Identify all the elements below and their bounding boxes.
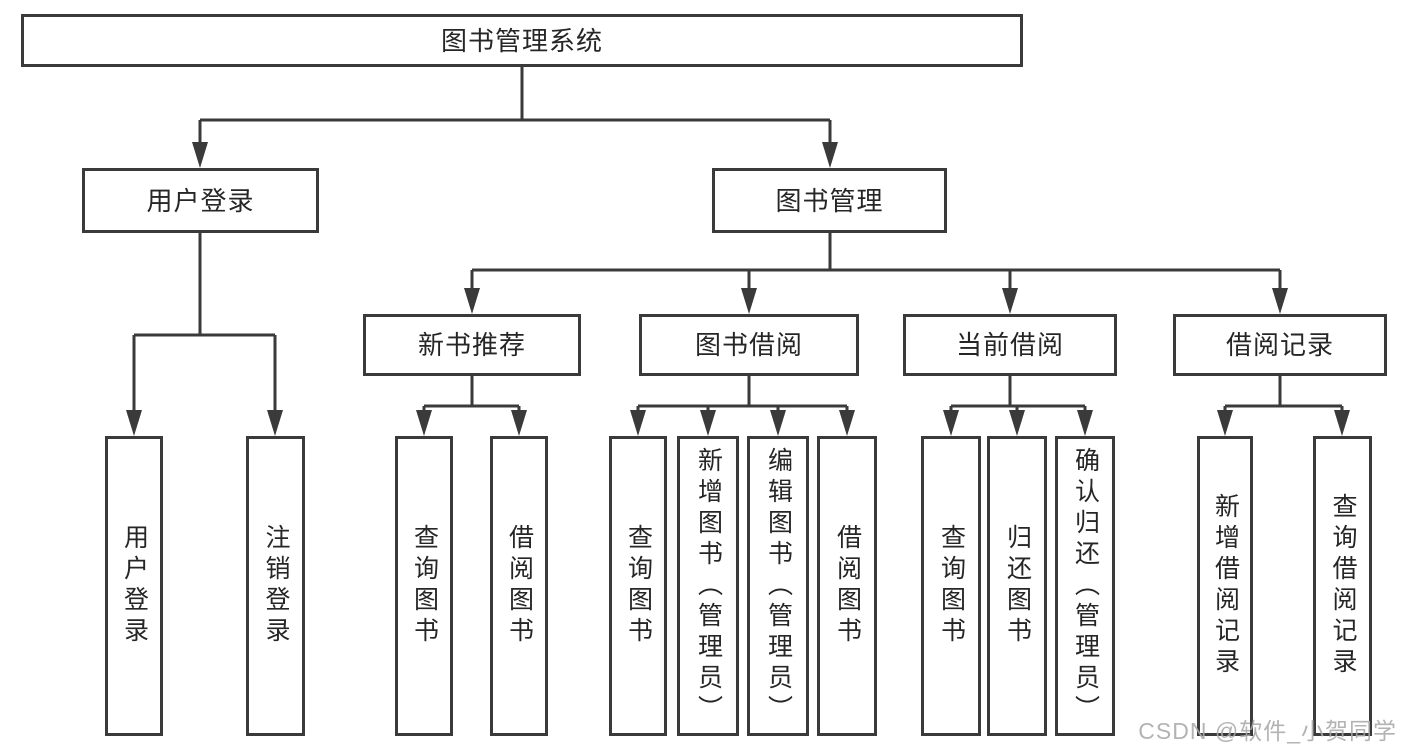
leaf-user-login-label: 用户登录 bbox=[120, 524, 149, 648]
leaf-borrow-add-book-admin: 新增图书（管理员） bbox=[677, 436, 739, 736]
leaf-current-return-book: 归还图书 bbox=[987, 436, 1047, 736]
node-root-label: 图书管理系统 bbox=[440, 25, 603, 56]
leaf-current-query-book-label: 查询图书 bbox=[937, 524, 966, 648]
arrow-down-icon bbox=[630, 410, 646, 436]
node-borrow-records: 借阅记录 bbox=[1173, 314, 1387, 376]
leaf-user-login: 用户登录 bbox=[105, 436, 163, 736]
csdn-watermark: CSDN @软件_小贺同学 bbox=[1138, 718, 1397, 744]
node-current-borrow: 当前借阅 bbox=[903, 314, 1117, 376]
node-user-login: 用户登录 bbox=[82, 168, 319, 233]
node-book-management: 图书管理 bbox=[712, 168, 947, 233]
leaf-current-return-book-label: 归还图书 bbox=[1003, 524, 1032, 648]
leaf-borrow-query-book: 查询图书 bbox=[609, 436, 667, 736]
arrow-down-icon bbox=[267, 410, 283, 436]
arrow-down-icon bbox=[839, 410, 855, 436]
leaf-current-confirm-return-admin-label: 确认归还（管理员） bbox=[1071, 446, 1100, 726]
arrow-down-icon bbox=[741, 288, 757, 314]
arrow-down-icon bbox=[822, 142, 838, 168]
arrow-down-icon bbox=[511, 410, 527, 436]
arrow-down-icon bbox=[464, 288, 480, 314]
arrow-down-icon bbox=[192, 142, 208, 168]
leaf-borrow-edit-book-admin: 编辑图书（管理员） bbox=[747, 436, 809, 736]
arrow-down-icon bbox=[700, 410, 716, 436]
node-book-borrow-label: 图书借阅 bbox=[694, 330, 803, 360]
leaf-borrow-borrow-book-label: 借阅图书 bbox=[833, 524, 862, 648]
leaf-borrow-borrow-book: 借阅图书 bbox=[817, 436, 877, 736]
leaf-recommend-borrow-book-label: 借阅图书 bbox=[505, 524, 534, 648]
leaf-logout-login-label: 注销登录 bbox=[262, 524, 290, 648]
leaf-records-add-borrow-record: 新增借阅记录 bbox=[1197, 436, 1253, 736]
leaf-current-confirm-return-admin: 确认归还（管理员） bbox=[1055, 436, 1115, 736]
node-current-borrow-label: 当前借阅 bbox=[955, 330, 1064, 360]
arrow-down-icon bbox=[1272, 288, 1288, 314]
leaf-borrow-query-book-label: 查询图书 bbox=[624, 524, 653, 648]
connector-root-feed bbox=[198, 67, 832, 146]
arrow-down-icon bbox=[1009, 410, 1025, 436]
arrow-down-icon bbox=[1002, 288, 1018, 314]
leaf-borrow-add-book-admin-label: 新增图书（管理员） bbox=[694, 446, 723, 726]
node-book-management-label: 图书管理 bbox=[775, 185, 884, 216]
connector-current-borrow-branch bbox=[949, 376, 1087, 414]
arrow-down-icon bbox=[1334, 410, 1350, 436]
arrow-down-icon bbox=[416, 410, 432, 436]
node-user-login-label: 用户登录 bbox=[146, 185, 255, 216]
connector-user-login-branch bbox=[132, 233, 277, 414]
node-root: 图书管理系统 bbox=[21, 14, 1023, 67]
leaf-records-add-borrow-record-label: 新增借阅记录 bbox=[1211, 493, 1240, 679]
arrow-down-icon bbox=[943, 410, 959, 436]
arrowheads bbox=[126, 142, 1350, 436]
connector-book-borrow-branch bbox=[636, 376, 849, 414]
arrow-down-icon bbox=[126, 410, 142, 436]
arrow-down-icon bbox=[1077, 410, 1093, 436]
node-book-borrow: 图书借阅 bbox=[639, 314, 859, 376]
connector-borrow-records-branch bbox=[1223, 376, 1344, 414]
node-new-book-recommend-label: 新书推荐 bbox=[417, 330, 526, 360]
connector-book-mgmt-branch bbox=[470, 233, 1282, 292]
leaf-logout-login: 注销登录 bbox=[246, 436, 305, 736]
arrow-down-icon bbox=[1217, 410, 1233, 436]
leaf-recommend-query-book: 查询图书 bbox=[395, 436, 453, 736]
node-new-book-recommend: 新书推荐 bbox=[363, 314, 581, 376]
leaf-recommend-borrow-book: 借阅图书 bbox=[490, 436, 548, 736]
leaf-current-query-book: 查询图书 bbox=[921, 436, 981, 736]
leaf-borrow-edit-book-admin-label: 编辑图书（管理员） bbox=[764, 446, 793, 726]
connector-new-book-rec-branch bbox=[422, 376, 521, 414]
leaf-recommend-query-book-label: 查询图书 bbox=[410, 524, 439, 648]
arrow-down-icon bbox=[770, 410, 786, 436]
leaf-records-query-borrow-record-label: 查询借阅记录 bbox=[1329, 493, 1357, 679]
leaf-records-query-borrow-record: 查询借阅记录 bbox=[1313, 436, 1372, 736]
node-borrow-records-label: 借阅记录 bbox=[1225, 330, 1334, 360]
